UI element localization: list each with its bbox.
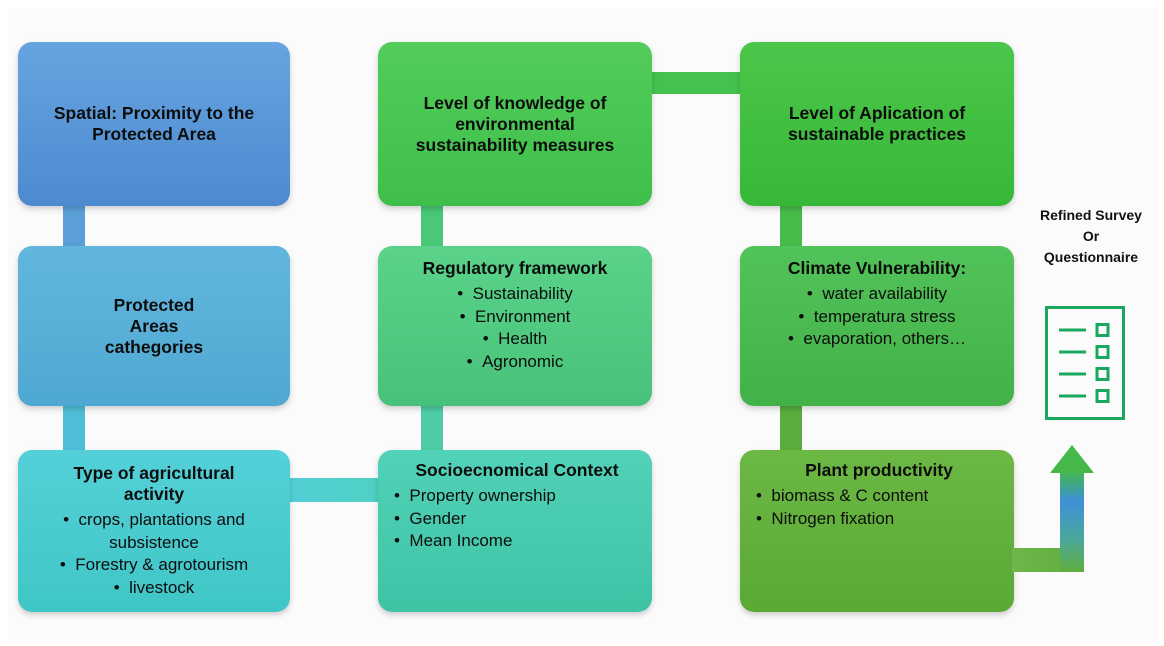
list-item: Nitrogen fixation (756, 508, 928, 531)
connector-agri-socio (286, 478, 386, 502)
box-agri-title: Type of agricultural activity (73, 463, 235, 504)
box-protected-title: Protected Areas cathegories (104, 294, 204, 357)
list-item: Sustainability (457, 283, 573, 306)
box-socio-title: Socioecnomical Context (415, 460, 619, 480)
box-regulatory-framework: Regulatory framework Sustainability Envi… (378, 246, 652, 406)
list-item: Property ownership (394, 485, 555, 508)
box-climate-vulnerability: Climate Vulnerability: water availabilit… (740, 246, 1014, 406)
box-socio-list: Property ownership Gender Mean Income (392, 485, 556, 553)
survey-label-line2: Or (1082, 228, 1100, 244)
box-plant-list: biomass & C content Nitrogen fixation (754, 485, 928, 530)
survey-label: Refined Survey Or Questionnaire (1018, 205, 1164, 268)
box-protected-categories: Protected Areas cathegories (18, 246, 290, 406)
list-item: Health (457, 328, 573, 351)
box-plant-title: Plant productivity (805, 460, 953, 480)
list-item: temperatura stress (788, 306, 966, 329)
list-item: Mean Income (394, 530, 556, 553)
list-item: Forestry & agrotourism (28, 554, 280, 577)
list-item: Environment (457, 306, 573, 329)
survey-label-line3: Questionnaire (1043, 249, 1139, 265)
box-climate-title: Climate Vulnerability: (787, 258, 967, 278)
box-regulatory-list: Sustainability Environment Health Agrono… (457, 283, 573, 373)
box-spatial-title: Spatial: Proximity to the Protected Area (53, 103, 255, 144)
connector-socio-regulatory (421, 400, 443, 456)
box-climate-list: water availability temperatura stress ev… (788, 283, 966, 351)
survey-label-line1: Refined Survey (1040, 207, 1142, 223)
up-arrow-icon (1012, 445, 1094, 572)
box-application-title: Level of Aplication of sustainable pract… (788, 103, 966, 144)
list-item: Agronomic (457, 351, 573, 374)
connector-protected-agri (63, 400, 85, 456)
box-knowledge-title: Level of knowledge of environmental sust… (415, 92, 615, 155)
box-agri-list: crops, plantations and subsistence Fores… (28, 509, 280, 599)
box-regulatory-title: Regulatory framework (422, 258, 608, 278)
connector-climate-plant (780, 400, 802, 456)
list-item: Gender (394, 508, 556, 531)
box-plant-productivity: Plant productivity biomass & C content N… (740, 450, 1014, 612)
box-agricultural-activity: Type of agricultural activity crops, pla… (18, 450, 290, 612)
connector-spatial-protected (63, 200, 85, 252)
list-item: evaporation, others… (788, 328, 966, 351)
checklist-document-icon (1045, 306, 1125, 420)
box-spatial-proximity: Spatial: Proximity to the Protected Area (18, 42, 290, 206)
box-socioeconomic-context: Socioecnomical Context Property ownershi… (378, 450, 652, 612)
list-item: crops, plantations and subsistence (28, 509, 280, 554)
list-item: livestock (28, 577, 280, 600)
box-knowledge-level: Level of knowledge of environmental sust… (378, 42, 652, 206)
connector-application-climate (780, 200, 802, 252)
connector-regulatory-knowledge (421, 200, 443, 252)
list-item: biomass & C content (756, 485, 928, 508)
box-application-level: Level of Aplication of sustainable pract… (740, 42, 1014, 206)
list-item: water availability (788, 283, 966, 306)
connector-knowledge-application (648, 72, 744, 94)
